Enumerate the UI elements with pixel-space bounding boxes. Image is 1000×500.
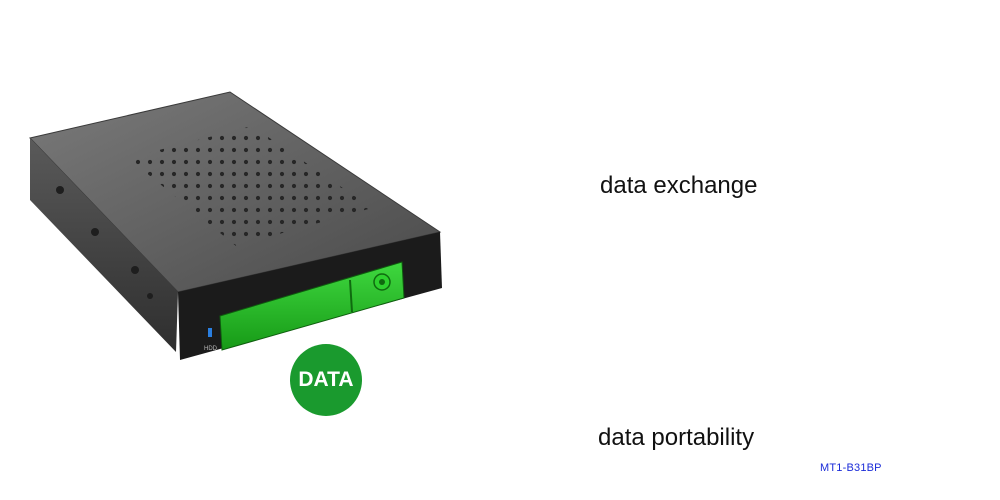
vent-holes [128, 126, 372, 246]
drive-bay-enclosure: HDD [29, 91, 442, 360]
green-tray [219, 261, 405, 351]
hdd-led-label: HDD [204, 346, 218, 352]
data-badge: DATA [290, 344, 362, 416]
model-number: MT1-B31BP [820, 462, 882, 474]
data-portability-label: data portability [598, 424, 755, 451]
data-exchange-label: data exchange [600, 172, 758, 199]
hdd-led-icon [208, 328, 212, 337]
